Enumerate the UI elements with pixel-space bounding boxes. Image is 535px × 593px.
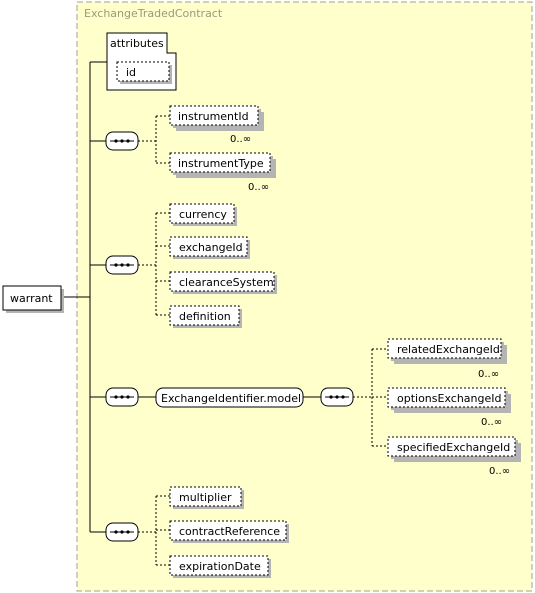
element-exchangeId[interactable]: exchangeId xyxy=(169,236,250,259)
sequence-compositor-icon xyxy=(114,139,118,143)
svg-text:specifiedExchangeId: specifiedExchangeId xyxy=(397,441,510,454)
root-element-warrant[interactable]: warrant xyxy=(2,285,64,313)
sequence-compositor-1[interactable] xyxy=(105,131,139,151)
sequence-compositor-icon xyxy=(114,395,118,399)
sequence-compositor-4[interactable] xyxy=(320,387,354,407)
element-specifiedExchangeId[interactable]: specifiedExchangeId xyxy=(387,436,521,462)
svg-text:expirationDate: expirationDate xyxy=(179,560,261,573)
connectors xyxy=(62,61,388,566)
occurrence-relatedExchangeId: 0..∞ xyxy=(478,369,499,380)
svg-text:ExchangeIdentifier.model: ExchangeIdentifier.model xyxy=(161,392,301,405)
element-clearanceSystem[interactable]: clearanceSystem xyxy=(169,271,277,294)
complex-type-title: ExchangeTradedContract xyxy=(84,7,223,20)
occurrence-instrumentId: 0..∞ xyxy=(230,134,251,145)
sequence-compositor-3[interactable] xyxy=(105,387,139,407)
sequence-compositor-5[interactable] xyxy=(105,522,139,542)
element-instrumentId[interactable]: instrumentId xyxy=(169,105,264,131)
root-element-label: warrant xyxy=(10,292,53,305)
attributes-box: attributes id xyxy=(106,32,177,91)
svg-text:multiplier: multiplier xyxy=(179,491,232,504)
svg-text:instrumentType: instrumentType xyxy=(178,157,264,170)
svg-text:instrumentId: instrumentId xyxy=(178,110,249,123)
occurrence-specifiedExchangeId: 0..∞ xyxy=(489,466,510,477)
svg-text:relatedExchangeId: relatedExchangeId xyxy=(397,343,500,356)
element-multiplier[interactable]: multiplier xyxy=(169,486,244,509)
sequence-compositor-icon xyxy=(329,395,333,399)
element-contractReference[interactable]: contractReference xyxy=(169,520,289,543)
svg-text:clearanceSystem: clearanceSystem xyxy=(179,276,274,289)
occurrence-instrumentType: 0..∞ xyxy=(248,182,269,193)
element-currency[interactable]: currency xyxy=(169,203,237,226)
svg-text:definition: definition xyxy=(179,310,231,323)
element-expirationDate[interactable]: expirationDate xyxy=(169,555,271,578)
element-relatedExchangeId[interactable]: relatedExchangeId xyxy=(387,338,507,364)
occurrence-optionsExchangeId: 0..∞ xyxy=(481,417,502,428)
svg-text:currency: currency xyxy=(179,208,227,221)
sequence-compositor-2[interactable] xyxy=(105,255,139,275)
svg-text:contractReference: contractReference xyxy=(179,525,280,538)
svg-text:optionsExchangeId: optionsExchangeId xyxy=(397,392,502,405)
model-group-ExchangeIdentifier[interactable]: ExchangeIdentifier.model xyxy=(155,387,304,408)
element-definition[interactable]: definition xyxy=(169,305,242,328)
element-optionsExchangeId[interactable]: optionsExchangeId xyxy=(387,387,511,413)
sequence-compositor-icon xyxy=(114,263,118,267)
attribute-id[interactable] xyxy=(116,61,170,82)
complex-type-container xyxy=(76,1,533,592)
element-instrumentType[interactable]: instrumentType xyxy=(169,152,276,178)
sequence-compositor-icon xyxy=(114,530,118,534)
svg-text:exchangeId: exchangeId xyxy=(179,241,243,254)
attributes-label: attributes xyxy=(110,37,164,50)
attribute-id-label: id xyxy=(126,66,136,79)
